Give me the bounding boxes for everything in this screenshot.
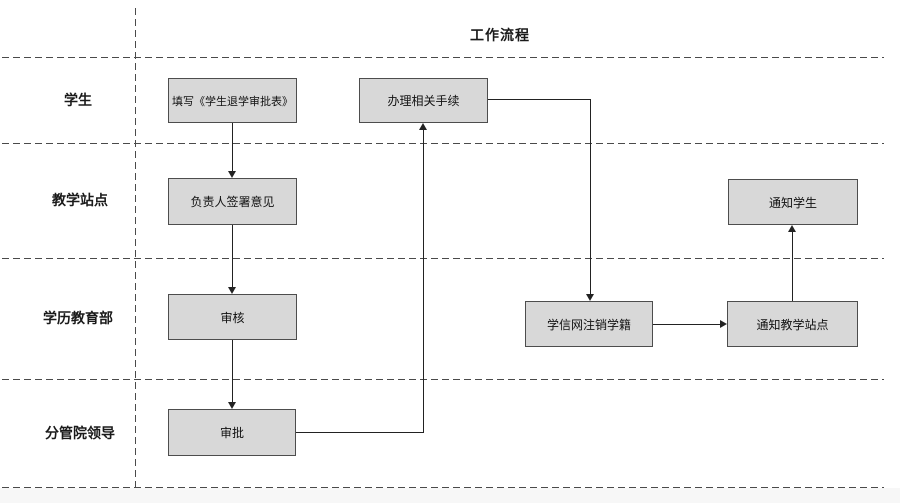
lane-label-teaching-site: 教学站点	[52, 193, 108, 209]
arrowhead-up-icon	[788, 225, 796, 232]
arrowhead-up-icon	[419, 123, 427, 130]
connector-procedures-cancel-h	[488, 99, 591, 100]
bottom-margin	[0, 488, 900, 503]
node-cancel-registration: 学信网注销学籍	[525, 301, 653, 347]
connector-fillform-signopinion	[232, 123, 233, 172]
arrowhead-down-icon	[228, 402, 236, 409]
arrowhead-down-icon	[228, 287, 236, 294]
connector-approve-procedures-h	[296, 432, 424, 433]
node-handle-procedures: 办理相关手续	[359, 78, 488, 123]
connector-notifysite-notifystudent	[792, 232, 793, 301]
connector-approve-procedures-v	[423, 130, 424, 433]
node-notify-site: 通知教学站点	[727, 301, 858, 347]
node-fill-form: 填写《学生退学审批表》	[168, 78, 297, 123]
connector-signopinion-review	[232, 225, 233, 288]
lane-label-college-leader: 分管院领导	[45, 426, 115, 442]
node-approve: 审批	[168, 409, 296, 456]
lane-divider-2	[2, 143, 884, 144]
node-notify-student: 通知学生	[728, 179, 858, 225]
connector-cancel-notifysite	[653, 324, 721, 325]
lane-divider-1	[2, 57, 884, 58]
connector-review-approve	[232, 340, 233, 403]
lane-divider-4	[2, 379, 884, 380]
arrowhead-down-icon	[228, 171, 236, 178]
node-sign-opinion: 负责人签署意见	[168, 178, 297, 225]
lane-divider-5	[2, 487, 884, 488]
lane-label-student: 学生	[64, 93, 92, 109]
lane-divider-3	[2, 258, 884, 259]
diagram-title: 工作流程	[470, 28, 530, 44]
connector-procedures-cancel-v	[590, 99, 591, 295]
lane-label-academic-dept: 学历教育部	[43, 311, 113, 327]
arrowhead-right-icon	[720, 320, 727, 328]
arrowhead-down-icon	[586, 294, 594, 301]
lane-label-separator	[135, 8, 136, 487]
node-review: 审核	[168, 294, 297, 340]
